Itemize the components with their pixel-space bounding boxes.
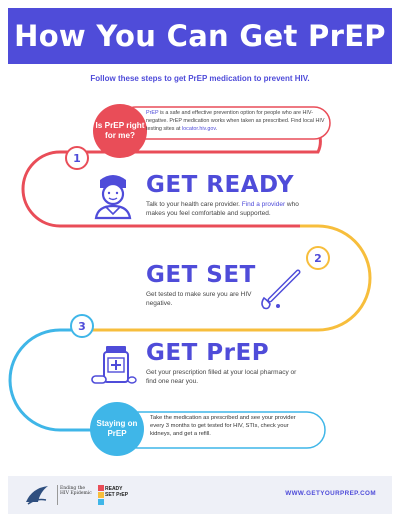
step-1-badge: 1	[65, 146, 89, 170]
step-3-badge: 3	[70, 314, 94, 338]
footer-divider	[57, 485, 58, 505]
staying-text: Take the medication as prescribed and se…	[150, 415, 296, 437]
step-1-desc: Talk to your health care provider. Find …	[146, 200, 311, 218]
footer-url[interactable]: WWW.GETYOURPREP.COM	[285, 490, 376, 497]
rsp-logo-icon	[98, 485, 104, 505]
intro-question-bubble: Is PrEP right for me?	[93, 104, 147, 158]
step-3-title: GET PrEP	[146, 340, 270, 366]
lancet-blood-drop-icon	[261, 269, 301, 310]
intro-text: PrEP is a safe and effective prevention …	[146, 110, 326, 133]
footer: Ending the HIV Epidemic READY SET PrEP W…	[8, 476, 392, 514]
intro-question: Is PrEP right for me?	[95, 121, 145, 140]
intro-end: .	[215, 125, 218, 132]
find-provider-link[interactable]: Find a provider	[241, 201, 286, 208]
step-1-desc-a: Talk to your health care provider.	[146, 201, 242, 208]
hhs-logo-icon	[26, 486, 48, 505]
pill-bottle-icon	[91, 346, 137, 384]
subtitle: Follow these steps to get PrEP medicatio…	[90, 74, 310, 83]
ehe-logo: Ending the HIV Epidemic	[60, 486, 92, 497]
staying-label: Staying on PrEP	[96, 419, 138, 438]
step-2-desc: Get tested to make sure you are HIV nega…	[146, 291, 252, 307]
path-yellow	[90, 224, 372, 332]
rsp-logo: READY SET PrEP	[105, 486, 129, 498]
step-3-desc: Get your prescription filled at your loc…	[146, 369, 297, 385]
intro-body: is a safe and effective prevention optio…	[146, 110, 325, 132]
page-title: How You Can Get PrEP	[14, 19, 386, 53]
path-red	[21, 129, 322, 228]
path-blue	[8, 328, 95, 432]
step-1-title: GET READY	[146, 172, 295, 198]
intro-prep: PrEP	[146, 110, 159, 116]
header-banner: How You Can Get PrEP	[8, 8, 392, 64]
step-2-title: GET SET	[146, 262, 256, 288]
staying-bubble: Staying on PrEP	[90, 402, 144, 456]
step-2-badge: 2	[306, 246, 330, 270]
step-1-desc-b: who makes you feel comfortable and suppo…	[146, 201, 299, 217]
doctor-icon	[94, 175, 132, 220]
locator-link[interactable]: locator.hiv.gov	[181, 125, 216, 132]
